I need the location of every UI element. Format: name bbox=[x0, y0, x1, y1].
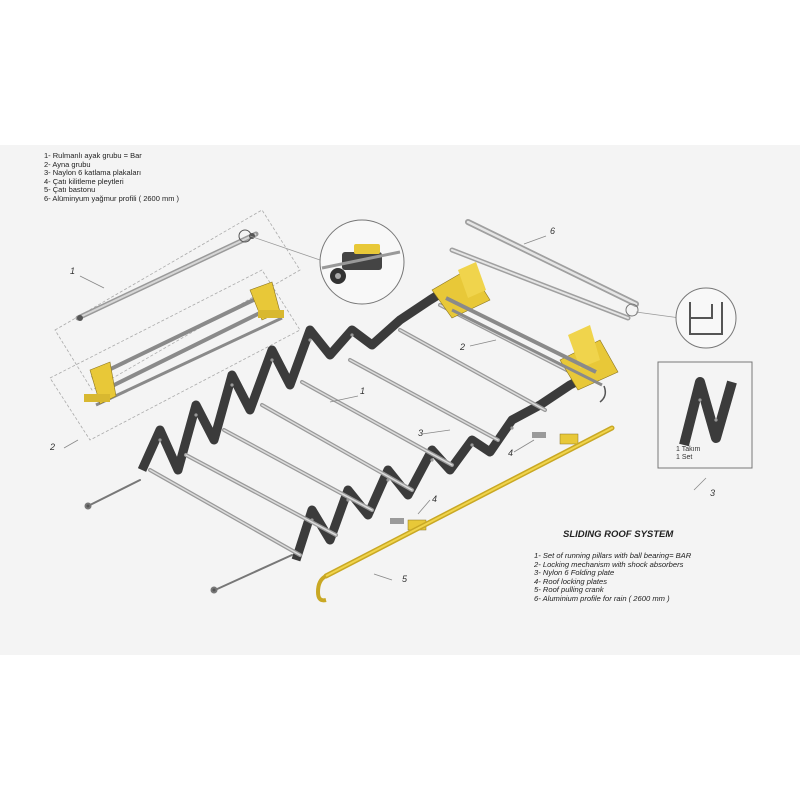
legend-turkish: 1- Rulmanlı ayak grubu = Bar 2- Ayna gru… bbox=[44, 151, 180, 204]
legend-en-item: 2- Locking mechanism with shock absorber… bbox=[534, 559, 684, 569]
callout-6: 6 bbox=[550, 226, 556, 236]
set-label: 1 Takım 1 Set bbox=[676, 446, 700, 462]
rain-profiles bbox=[449, 219, 639, 321]
legend-tr-item: 6- Alüminyum yağmur profili ( 2600 mm ) bbox=[44, 193, 180, 203]
set-label-tr: 1 Takım bbox=[676, 446, 701, 453]
pulling-crank bbox=[315, 425, 615, 603]
legend-tr-item: 5- Çatı bastonu bbox=[44, 185, 96, 195]
set-label-en: 1 Set bbox=[676, 454, 693, 461]
set-detail-box bbox=[657, 361, 753, 469]
zoom-detail-circle bbox=[319, 219, 405, 305]
callout-1-center: 1 bbox=[360, 386, 366, 396]
legend-english: 1- Set of running pillars with ball bear… bbox=[534, 551, 692, 604]
bar-detail-box bbox=[54, 209, 301, 391]
callout-3-box: 3 bbox=[710, 488, 716, 498]
legend-en-item: 1- Set of running pillars with ball bear… bbox=[534, 551, 692, 560]
legend-tr-item: 1- Rulmanlı ayak grubu = Bar bbox=[44, 151, 142, 160]
legend-tr-item: 2- Ayna grubu bbox=[44, 159, 91, 169]
legend-en-item: 4- Roof locking plates bbox=[534, 576, 608, 586]
legend-en-item: 6- Aluminium profile for rain ( 2600 mm … bbox=[534, 593, 670, 603]
drawing-panel bbox=[0, 145, 800, 655]
callout-4-right: 4 bbox=[508, 448, 514, 458]
main-lock-mechanism bbox=[431, 262, 619, 403]
lock-detail-box bbox=[49, 269, 301, 441]
callout-5: 5 bbox=[402, 574, 408, 584]
legend-tr-item: 3- Naylon 6 katlama plakaları bbox=[44, 168, 142, 178]
folding-plate-holes bbox=[158, 333, 514, 522]
front-handles bbox=[84, 479, 293, 594]
leader-lines bbox=[63, 235, 707, 581]
callout-1-left: 1 bbox=[70, 266, 76, 276]
legend-en-item: 5- Roof pulling crank bbox=[534, 585, 604, 595]
folding-plates bbox=[137, 286, 603, 562]
callout-3: 3 bbox=[418, 428, 424, 438]
legend-tr-item: 4- Çatı kilitleme pleytleri bbox=[44, 176, 124, 186]
diagram-title: SLIDING ROOF SYSTEM bbox=[563, 529, 674, 540]
callout-2-left: 2 bbox=[50, 442, 56, 452]
legend-en-item: 3- Nylon 6 Folding plate bbox=[534, 568, 615, 578]
profile-section-icon bbox=[675, 287, 737, 349]
callout-4-center: 4 bbox=[432, 494, 438, 504]
callout-2-right: 2 bbox=[460, 342, 466, 352]
